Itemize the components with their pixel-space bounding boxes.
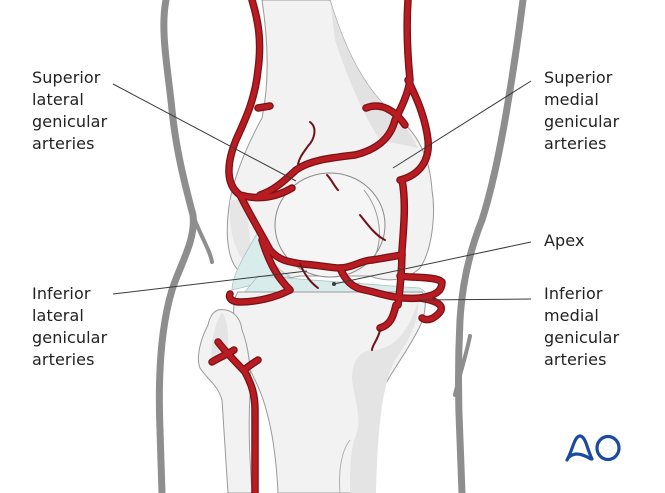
leader-superior-lateral	[112, 83, 297, 182]
skin-outline	[155, 0, 527, 493]
genicular-arteries	[208, 0, 446, 493]
leader-apex	[333, 241, 532, 285]
label-inferior-lateral-genicular-arteries: Inferior lateral genicular arteries	[32, 284, 108, 369]
ao-logo: AO	[565, 434, 621, 462]
label-superior-lateral-genicular-arteries: Superior lateral genicular arteries	[32, 68, 108, 153]
label-inferior-medial-genicular-arteries: Inferior medial genicular arteries	[544, 284, 620, 369]
fibula	[197, 309, 253, 493]
leader-superior-medial	[392, 80, 532, 169]
tibia	[233, 291, 426, 493]
femur	[226, 0, 434, 281]
leader-inferior-medial	[417, 298, 532, 301]
leader-inferior-lateral	[112, 270, 308, 295]
leader-lines	[112, 80, 532, 301]
label-apex: Apex	[544, 231, 585, 250]
label-superior-medial-genicular-arteries: Superior medial genicular arteries	[544, 68, 620, 153]
